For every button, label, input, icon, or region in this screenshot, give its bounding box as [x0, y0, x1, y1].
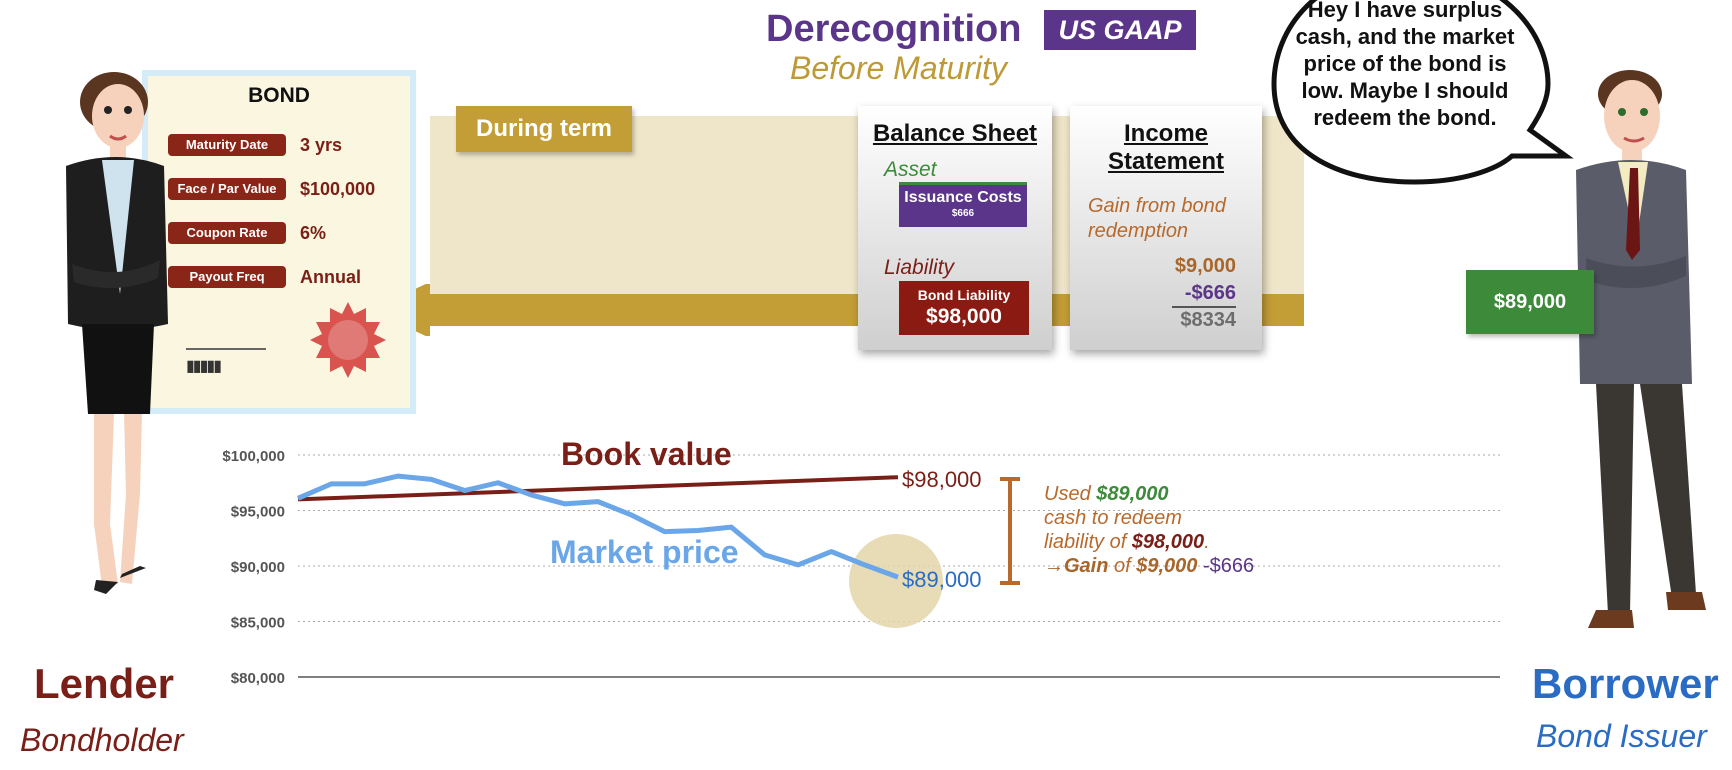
note-arrow: → [1044, 555, 1064, 577]
signature-line [186, 348, 266, 350]
income-statement-title-2: Statement [1107, 148, 1225, 175]
lender-name: Lender [34, 660, 175, 707]
y-axis-ticks: $100,000 $95,000 $90,000 $85,000 $80,000 [222, 448, 285, 687]
page-title: Derecognition [766, 8, 1022, 50]
note-text: cash to redeem [1044, 507, 1182, 529]
bond-field-label: Face / Par Value [168, 178, 286, 200]
borrower-name: Borrower [1532, 660, 1719, 707]
note-gain-amount: $9,000 [1136, 555, 1198, 577]
gain-bracket [1000, 477, 1020, 585]
bond-certificate: BOND Maturity Date 3 yrs Face / Par Valu… [142, 70, 416, 414]
balance-sheet-title: Balance Sheet [872, 120, 1038, 147]
issuance-costs-box: Issuance Costs $666 [899, 182, 1027, 227]
bond-field-value: 3 yrs [300, 135, 343, 155]
note-text: . [1204, 531, 1210, 553]
chart-series: $98,000 $89,000 [297, 467, 982, 592]
sum-line [1172, 306, 1236, 308]
bond-liability-label: Bond Liability [917, 287, 1011, 303]
gain-less: -$666 [1184, 282, 1236, 304]
note-gain-word: Gain [1064, 555, 1109, 577]
y-tick-label: $100,000 [222, 448, 285, 465]
lender-figure [66, 72, 168, 594]
book-value-line [297, 475, 899, 502]
note-text: liability of [1044, 531, 1132, 553]
market-price-label: Market price [550, 534, 739, 570]
seal-icon [310, 302, 386, 378]
liability-label: Liability [884, 256, 955, 279]
cash-amount: $89,000 [1466, 270, 1594, 334]
bond-liability-value: $98,000 [926, 305, 1002, 328]
y-tick-label: $95,000 [231, 504, 285, 521]
issuance-costs-label: Issuance Costs [904, 189, 1022, 206]
note-less: -$666 [1197, 555, 1255, 577]
income-statement-card: Income Statement [1070, 106, 1262, 350]
during-term-label: During term [456, 106, 632, 152]
gain-label: Gain from bond redemption [1088, 195, 1226, 242]
bond-liability-box: Bond Liability $98,000 [899, 281, 1029, 335]
bond-title: BOND [248, 84, 310, 107]
note-text: of [1108, 555, 1137, 577]
note-text: Used [1044, 483, 1097, 505]
borrower-role: Bond Issuer [1536, 718, 1707, 754]
bond-field-value: Annual [300, 267, 361, 287]
lender-role: Bondholder [20, 722, 184, 758]
redemption-note: Used $89,000 cash to redeem liability of… [1044, 482, 1254, 578]
highlight-circle [849, 534, 943, 628]
gain-net: $8334 [1180, 309, 1236, 331]
asset-label: Asset [884, 158, 937, 181]
bond-field-label: Maturity Date [168, 134, 286, 156]
bond-field-value: $100,000 [300, 179, 376, 199]
book-value-end-label: $98,000 [902, 467, 982, 492]
y-tick-label: $85,000 [231, 615, 285, 632]
issuance-costs-value: $666 [951, 208, 975, 219]
note-cash: $89,000 [1096, 483, 1169, 505]
y-tick-label: $80,000 [231, 670, 285, 687]
borrower-figure [1576, 70, 1706, 628]
signature-mark: ▮▮▮▮▮ [186, 358, 222, 375]
income-statement-title-1: Income [1123, 120, 1209, 147]
page-subtitle: Before Maturity [790, 50, 1007, 86]
book-value-label: Book value [561, 436, 732, 472]
market-price-end-label: $89,000 [902, 567, 982, 592]
gaap-badge: US GAAP [1044, 10, 1196, 50]
speech-bubble [1271, 0, 1574, 185]
bond-field-label: Coupon Rate [168, 222, 286, 244]
gain-amount: $9,000 [1174, 255, 1236, 277]
speech-text: Hey I have surplus cash, and the market … [1295, 0, 1515, 130]
note-liability: $98,000 [1131, 531, 1205, 553]
y-tick-label: $90,000 [231, 559, 285, 576]
bond-field-value: 6% [300, 223, 327, 243]
bond-field-label: Payout Freq [168, 266, 286, 288]
market-price-line [297, 473, 899, 580]
